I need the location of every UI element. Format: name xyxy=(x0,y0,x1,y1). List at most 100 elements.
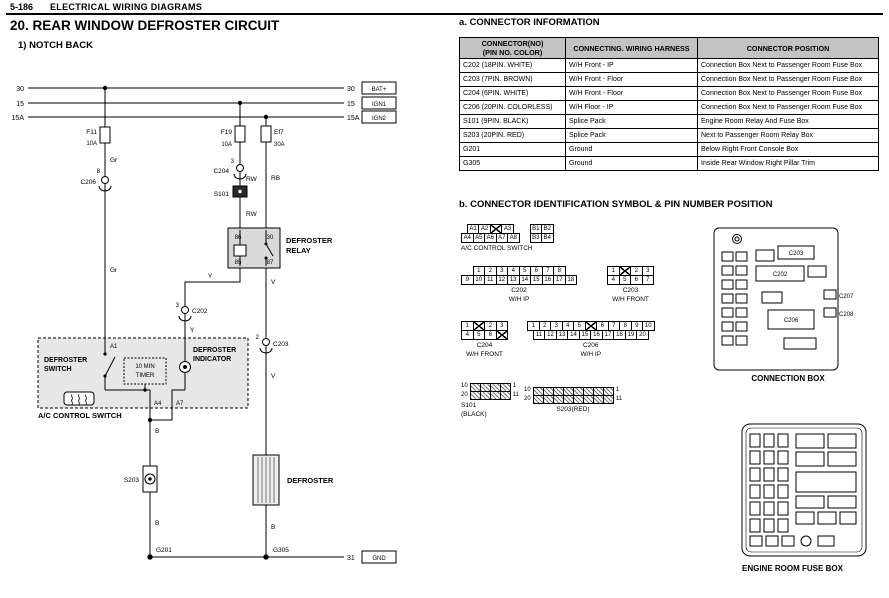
defroster-element-symbol xyxy=(252,454,280,557)
bus-label-30-right: 30 xyxy=(347,86,355,93)
header-title: ELECTRICAL WIRING DIAGRAMS xyxy=(50,2,203,12)
ac-pin-a7: A7 xyxy=(176,401,184,407)
table-cell: W/H Front - Floor xyxy=(565,86,698,101)
connector-c206-pin: 8 xyxy=(97,169,101,175)
engine-fuse-box-caption: ENGINE ROOM FUSE BOX xyxy=(742,564,844,573)
col-header-position: CONNECTOR POSITION xyxy=(697,37,879,59)
table-cell: S101 (9PIN. BLACK) xyxy=(459,114,566,129)
pin-cell: 18 xyxy=(564,275,577,285)
timer-label-line1: 10 MIN xyxy=(135,364,154,370)
defroster-indicator-label-line1: DEFROSTER xyxy=(193,347,236,354)
s203-splice-grid: 10 20 1 11 xyxy=(524,386,622,404)
wire-label-rw-1: RW xyxy=(246,176,258,183)
table-cell: Splice Pack xyxy=(565,128,698,143)
pin-row xyxy=(532,394,614,404)
ac-control-switch-box xyxy=(37,337,249,409)
connection-box-c207-label: C207 xyxy=(839,294,854,300)
table-cell: C206 (20PIN. COLORLESS) xyxy=(459,100,566,115)
connection-box-caption: CONNECTION BOX xyxy=(751,374,825,383)
pin-cell: 7 xyxy=(641,275,654,285)
wire-label-v-1: V xyxy=(271,279,276,286)
connector-c202-pin: 3 xyxy=(176,303,180,309)
defroster-relay-symbol xyxy=(227,227,281,269)
page-number: 5-186 xyxy=(10,2,34,12)
pingrid-caption-ac: A/C CONTROL SWITCH xyxy=(461,245,533,252)
relay-coil xyxy=(233,244,247,257)
connector-c203-label: C203 xyxy=(273,341,289,348)
connector-c202-symbol xyxy=(181,306,189,314)
pingrid-subcaption-c203: W/H FRONT xyxy=(612,296,649,303)
wire-label-gr-1: Gr xyxy=(110,157,118,164)
s203-pin-br: 11 xyxy=(615,396,622,402)
table-cell: C202 (18PIN. WHITE) xyxy=(459,58,566,73)
splice-s101-symbol xyxy=(232,185,248,198)
col-header-connector-line2: (PIN NO. COLOR) xyxy=(482,48,543,57)
s203-pin-tl: 10 xyxy=(524,387,531,393)
page-title: 20. REAR WINDOW DEFROSTER CIRCUIT xyxy=(10,18,280,33)
ground-g201-label: G201 xyxy=(156,547,172,554)
connector-info-table: CONNECTOR(NO) (PIN NO. COLOR) CONNECTING… xyxy=(459,37,879,171)
ground-g201-dot xyxy=(147,554,153,560)
s101-pin-br: 11 xyxy=(512,392,519,398)
connection-box-c202-label: C202 xyxy=(773,272,788,278)
table-cell: Connection Box Next to Passenger Room Fu… xyxy=(697,86,879,101)
bus-box-gnd: GND xyxy=(372,556,386,562)
pin-position-heading: b. CONNECTOR IDENTIFICATION SYMBOL & PIN… xyxy=(459,199,773,210)
connector-c206-label: C206 xyxy=(80,179,96,186)
table-cell: Connection Box Next to Passenger Room Fu… xyxy=(697,72,879,87)
pin-cell: A8 xyxy=(507,233,520,243)
pin-cell xyxy=(602,394,614,404)
ground-paths xyxy=(142,408,173,557)
s101-pin-bl: 20 xyxy=(461,392,468,398)
pingrid-subcaption-s101: (BLACK) xyxy=(461,411,487,418)
s203-grid xyxy=(532,386,614,404)
pin-cell xyxy=(499,390,511,400)
connector-c203-symbol xyxy=(262,338,270,346)
splice-s101-label: S101 xyxy=(214,191,230,198)
s101-left-pins: 10 20 xyxy=(461,382,468,400)
connection-box-c208-label: C208 xyxy=(839,312,854,318)
bus-label-15-right: 15 xyxy=(347,101,355,108)
table-cell: C203 (7PIN. BROWN) xyxy=(459,72,566,87)
switch-arm xyxy=(104,356,116,377)
wire-label-b-1: B xyxy=(155,428,159,435)
timer-box xyxy=(123,357,167,385)
table-cell: Ground xyxy=(565,142,698,157)
wire-label-y-1: Y xyxy=(208,273,213,280)
col-header-connector: CONNECTOR(NO) (PIN NO. COLOR) xyxy=(459,37,566,59)
pin-row xyxy=(532,386,614,396)
pingrid-caption-c204: C204 xyxy=(476,342,493,349)
connector-info-heading: a. CONNECTOR INFORMATION xyxy=(459,17,600,28)
pin-row xyxy=(469,382,511,392)
defroster-switch-icon xyxy=(63,391,95,406)
bus-label-31: 31 xyxy=(347,555,355,562)
table-cell: C204 (6PIN. WHITE) xyxy=(459,86,566,101)
wire-label-b-3: B xyxy=(271,524,275,531)
table-cell: S203 (20PIN. RED) xyxy=(459,128,566,143)
pingrid-caption-c202: C202 xyxy=(511,287,527,294)
pin-cell: 20 xyxy=(636,330,649,340)
fuse-f19-rating: 10A xyxy=(221,142,232,148)
fuse-f11-symbol xyxy=(99,126,111,144)
fuse-f19-symbol xyxy=(234,125,246,143)
table-cell: W/H Front - IP xyxy=(565,58,698,73)
s203-pin-bl: 20 xyxy=(524,396,531,402)
fuse-f11-label: F11 xyxy=(86,129,97,136)
ac-control-switch-caption: A/C CONTROL SWITCH xyxy=(38,411,122,420)
s101-splice-grid: 10 20 1 11 xyxy=(461,382,519,400)
connection-box-c203-label: C203 xyxy=(789,251,804,257)
col-header-harness: CONNECTING. WIRING HARNESS xyxy=(565,37,698,59)
table-cell: G201 xyxy=(459,142,566,157)
